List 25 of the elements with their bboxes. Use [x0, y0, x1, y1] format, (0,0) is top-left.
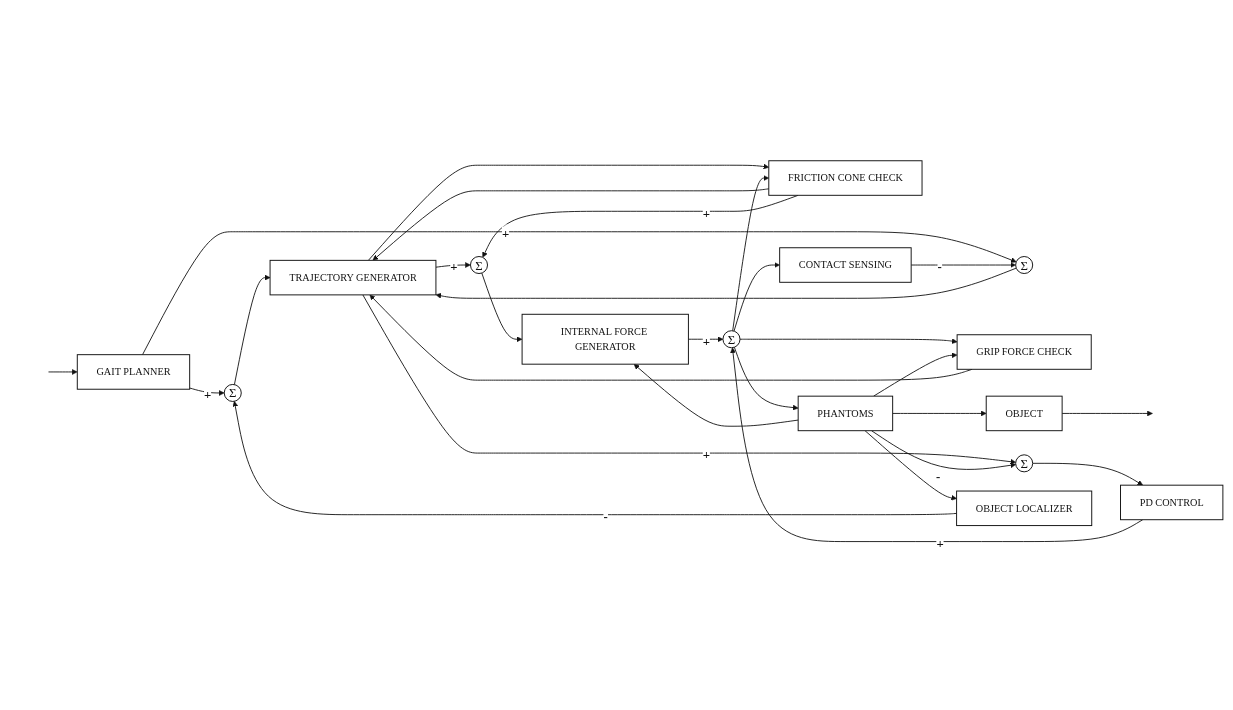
node-box: OBJECT	[985, 395, 1063, 432]
node-box: INTERNAL FORCE GENERATOR	[521, 313, 689, 365]
edge-label: -	[603, 509, 608, 524]
edge-label: +	[204, 387, 212, 402]
node-box: OBJECT LOCALIZER	[956, 490, 1093, 527]
node-box: FRICTION CONE CHECK	[768, 160, 923, 196]
node-box: PHANTOMS	[797, 395, 894, 432]
node-box: TRAJECTORY GENERATOR	[269, 259, 437, 296]
edge-label: -	[935, 469, 941, 484]
node-box: CONTACT SENSING	[779, 247, 912, 283]
node-circle: Σ	[1015, 454, 1034, 473]
edge-label: -	[937, 259, 942, 274]
edge-label: +	[702, 206, 711, 221]
edge-label: +	[936, 536, 944, 551]
node-circle: Σ	[470, 256, 488, 275]
node-box: GAIT PLANNER	[76, 354, 191, 390]
node-circle: Σ	[722, 330, 741, 349]
edge-label: +	[702, 334, 711, 349]
edge-label: +	[501, 226, 510, 241]
node-circle: Σ	[1015, 256, 1034, 275]
node-box: GRIP FORCE CHECK	[956, 334, 1092, 370]
node-box: PD CONTROL	[1120, 484, 1224, 521]
node-circle: Σ	[223, 383, 242, 402]
edge-label: +	[702, 447, 711, 463]
edge-label: +	[450, 259, 458, 274]
